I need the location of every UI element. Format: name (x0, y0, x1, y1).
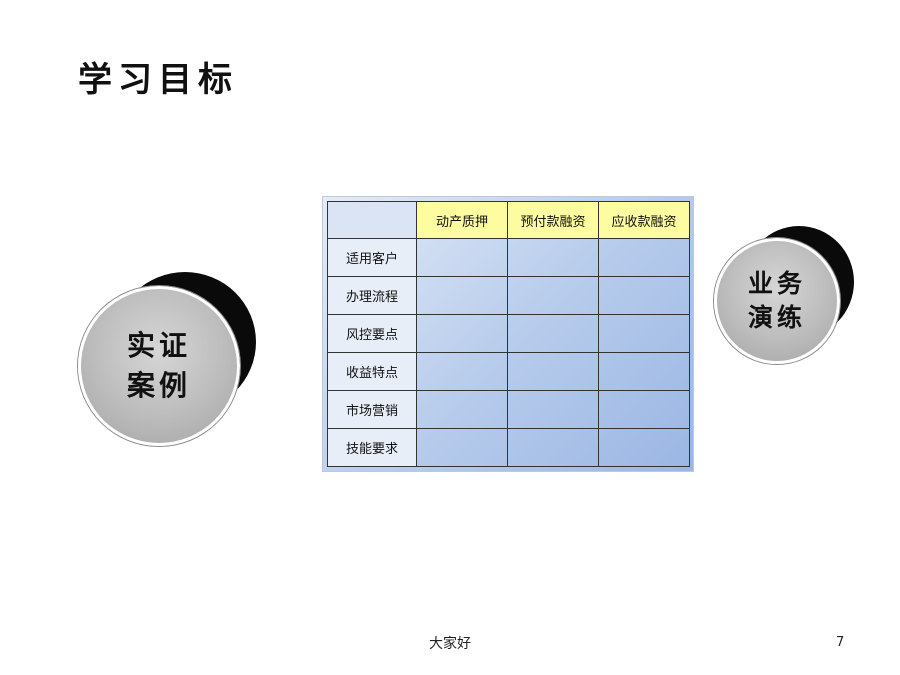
table-cell (598, 314, 690, 353)
page-number: 7 (836, 635, 845, 650)
column-header: 应收款融资 (598, 201, 690, 239)
table-cell (416, 352, 508, 391)
table-cell (507, 352, 599, 391)
table-cell (416, 276, 508, 315)
table-cell (598, 276, 690, 315)
table-cell (598, 428, 690, 467)
table-cell (416, 428, 508, 467)
row-label: 风控要点 (327, 314, 417, 353)
table-cell (416, 314, 508, 353)
header-row: 动产质押 预付款融资 应收款融资 (327, 201, 690, 239)
disc-face: 实证 案例 (78, 286, 240, 446)
table-row: 适用客户 (327, 238, 690, 277)
table-cell (416, 238, 508, 277)
table-cell (598, 390, 690, 429)
slide-title: 学习目标 (78, 60, 238, 100)
row-label: 办理流程 (327, 276, 417, 315)
table-cell (598, 238, 690, 277)
table-row: 市场营销 (327, 390, 690, 429)
corner-cell (327, 201, 417, 239)
table-cell (507, 428, 599, 467)
table-row: 风控要点 (327, 314, 690, 353)
learning-matrix: 动产质押 预付款融资 应收款融资 适用客户 办理流程 风控要点 (322, 196, 694, 472)
table-row: 收益特点 (327, 352, 690, 391)
row-label: 适用客户 (327, 238, 417, 277)
row-label: 市场营销 (327, 390, 417, 429)
table-row: 办理流程 (327, 276, 690, 315)
table-cell (507, 238, 599, 277)
disc-label-line2: 演练 (747, 303, 806, 332)
column-header: 动产质押 (416, 201, 508, 239)
table-cell (416, 390, 508, 429)
disc-face: 业务 演练 (714, 238, 840, 364)
matrix-table: 动产质押 预付款融资 应收款融资 适用客户 办理流程 风控要点 (327, 201, 690, 467)
table-cell (507, 276, 599, 315)
row-label: 收益特点 (327, 352, 417, 391)
slide-footer: 大家好 (429, 636, 471, 652)
disc-label-line1: 实证 (126, 329, 191, 362)
table-row: 技能要求 (327, 428, 690, 467)
table-cell (507, 390, 599, 429)
disc-label-line1: 业务 (747, 269, 806, 298)
column-header: 预付款融资 (507, 201, 599, 239)
table-cell (507, 314, 599, 353)
row-label: 技能要求 (327, 428, 417, 467)
disc-label-line2: 案例 (126, 369, 191, 402)
table-cell (598, 352, 690, 391)
